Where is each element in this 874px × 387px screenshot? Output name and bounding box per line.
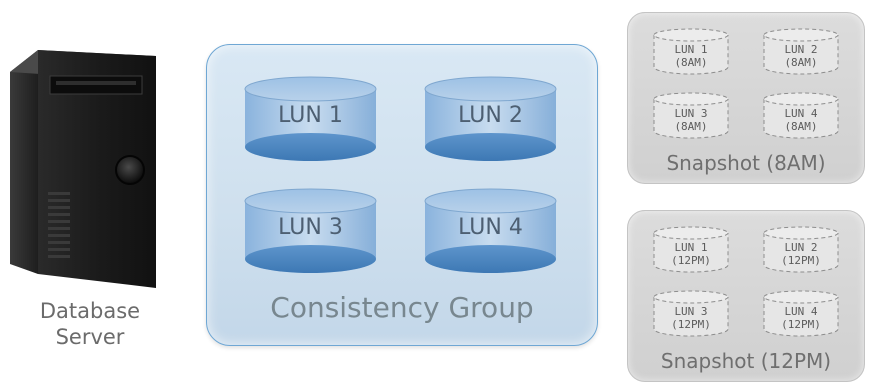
snapshot-8am: LUN 1(8AM) LUN 2(8AM) LUN 3(8AM) LUN 4(8…: [627, 12, 865, 184]
lun-label: LUN 4: [458, 215, 523, 240]
snapshot-lun-time: (8AM): [784, 120, 818, 133]
lun-3-cylinder-icon: LUN 3: [243, 187, 378, 277]
snapshot-lun-name: LUN 1: [674, 43, 708, 56]
lun-label: LUN 2: [458, 103, 523, 128]
snapshot-lun-cylinder-icon: LUN 3(12PM): [652, 289, 730, 339]
lun-label: LUN 1: [278, 103, 343, 128]
snapshot-lun-time: (8AM): [674, 120, 708, 133]
snapshot-lun-cylinder-icon: LUN 4(8AM): [762, 91, 840, 141]
consistency-group-label: Consistency Group: [270, 291, 534, 324]
snapshot-lun-cylinder-icon: LUN 4(12PM): [762, 289, 840, 339]
snapshot-lun-time: (12PM): [781, 254, 821, 267]
snapshot-lun-cylinder-icon: LUN 1(8AM): [652, 27, 730, 77]
snapshot-lun-name: LUN 4: [784, 305, 818, 318]
server-label: Database Server: [20, 298, 160, 350]
snapshot-lun-cylinder-icon: LUN 3(8AM): [652, 91, 730, 141]
snapshot-lun-name: LUN 3: [674, 305, 708, 318]
server-label-line2: Server: [55, 325, 125, 349]
snapshot-lun-cylinder-icon: LUN 2(12PM): [762, 225, 840, 275]
snapshot-lun-time: (8AM): [674, 56, 708, 69]
snapshot-label: Snapshot (8AM): [666, 151, 826, 175]
snapshot-lun-name: LUN 1: [674, 241, 708, 254]
snapshot-lun-name: LUN 3: [674, 107, 708, 120]
snapshot-lun-time: (8AM): [784, 56, 818, 69]
lun-2-cylinder-icon: LUN 2: [423, 75, 558, 165]
snapshot-lun-name: LUN 2: [784, 241, 818, 254]
server-label-line1: Database: [39, 299, 141, 323]
snapshot-12pm: LUN 1(12PM) LUN 2(12PM) LUN 3(12PM) LUN …: [627, 210, 865, 382]
database-server-icon: [8, 42, 158, 292]
consistency-group: LUN 1 LUN 2 LUN 3 LUN 4 Consistency Grou…: [206, 44, 598, 346]
lun-label: LUN 3: [278, 215, 343, 240]
lun-1-cylinder-icon: LUN 1: [243, 75, 378, 165]
snapshot-lun-name: LUN 2: [784, 43, 818, 56]
lun-4-cylinder-icon: LUN 4: [423, 187, 558, 277]
snapshot-lun-time: (12PM): [671, 318, 711, 331]
snapshot-lun-time: (12PM): [781, 318, 821, 331]
snapshot-lun-name: LUN 4: [784, 107, 818, 120]
snapshot-label: Snapshot (12PM): [660, 349, 832, 373]
snapshot-lun-time: (12PM): [671, 254, 711, 267]
snapshot-lun-cylinder-icon: LUN 2(8AM): [762, 27, 840, 77]
snapshot-lun-cylinder-icon: LUN 1(12PM): [652, 225, 730, 275]
